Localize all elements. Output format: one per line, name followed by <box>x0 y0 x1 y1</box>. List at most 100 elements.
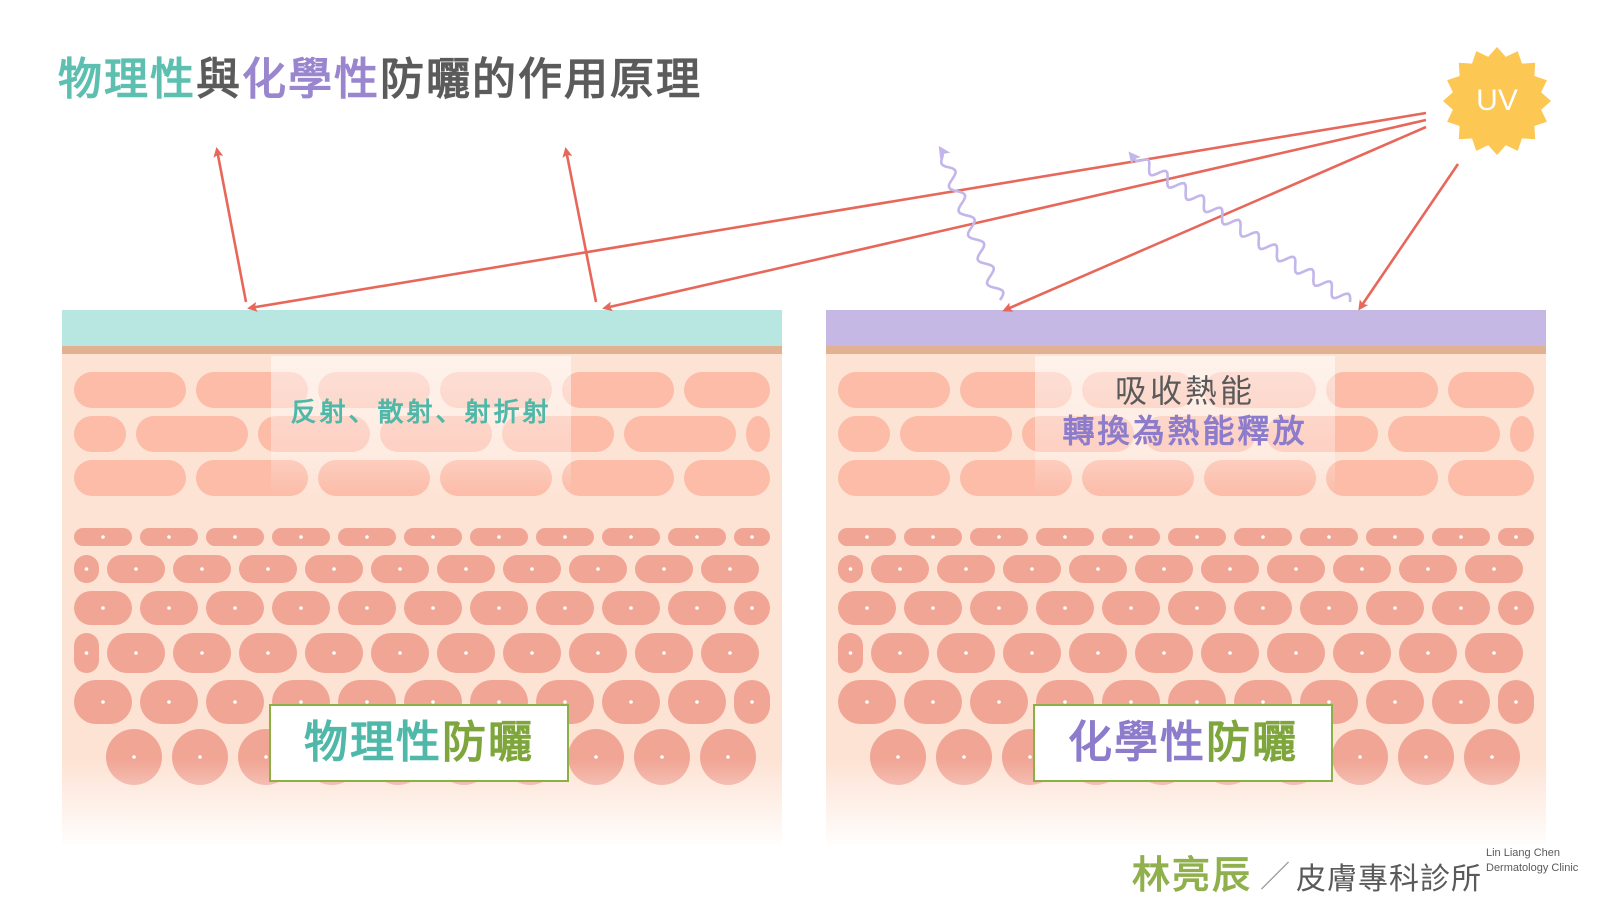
cell-nucleus <box>849 651 853 655</box>
skin-cell <box>684 460 770 496</box>
cell-nucleus <box>1129 606 1133 610</box>
cell-nucleus <box>1360 651 1364 655</box>
cell-nucleus <box>167 535 171 539</box>
title-chemical: 化學性 <box>242 54 380 105</box>
cell-nucleus <box>431 535 435 539</box>
skin-cell <box>900 416 1012 452</box>
page-title: 物理性與化學性防曬的作用原理 <box>58 52 702 108</box>
skin-cell <box>1510 416 1534 452</box>
cell-nucleus <box>332 567 336 571</box>
cell-nucleus <box>596 567 600 571</box>
skin-cell <box>1326 372 1438 408</box>
label-sunscreen: 防曬 <box>442 717 534 768</box>
cell-nucleus <box>365 535 369 539</box>
cell-nucleus <box>1360 567 1364 571</box>
uv-label: UV <box>1446 50 1548 152</box>
uv-ray <box>605 120 1426 308</box>
cell-nucleus <box>1490 755 1494 759</box>
cell-nucleus <box>964 567 968 571</box>
cell-nucleus <box>264 755 268 759</box>
cell-nucleus <box>132 755 136 759</box>
physical-mechanism-text: 反射、散射、射折射 <box>271 392 571 429</box>
skin-cell <box>136 416 248 452</box>
cell-nucleus <box>728 567 732 571</box>
label-sunscreen: 防曬 <box>1206 717 1298 768</box>
cell-nucleus <box>1030 567 1034 571</box>
cell-nucleus <box>1228 651 1232 655</box>
cell-nucleus <box>1459 700 1463 704</box>
cell-nucleus <box>1327 606 1331 610</box>
cell-nucleus <box>726 755 730 759</box>
cell-nucleus <box>898 567 902 571</box>
cell-nucleus <box>233 535 237 539</box>
cell-nucleus <box>464 651 468 655</box>
cell-nucleus <box>464 567 468 571</box>
cell-nucleus <box>896 755 900 759</box>
skin-cell <box>624 416 736 452</box>
cell-nucleus <box>750 606 754 610</box>
cell-nucleus <box>1459 606 1463 610</box>
skin-cell <box>74 416 126 452</box>
cell-nucleus <box>660 755 664 759</box>
title-rest: 防曬的作用原理 <box>380 54 702 105</box>
cell-nucleus <box>997 700 1001 704</box>
cell-nucleus <box>431 606 435 610</box>
heat-wave <box>941 149 1003 300</box>
uv-ray <box>250 113 1426 308</box>
cell-nucleus <box>134 567 138 571</box>
cell-nucleus <box>497 535 501 539</box>
chemical-mechanism-line2: 轉換為熱能釋放 <box>1035 406 1335 452</box>
skin-cell <box>562 372 674 408</box>
cell-nucleus <box>134 651 138 655</box>
cell-nucleus <box>1228 567 1232 571</box>
cell-nucleus <box>497 606 501 610</box>
cell-nucleus <box>1028 755 1032 759</box>
cell-nucleus <box>1195 606 1199 610</box>
skin-cell <box>1448 460 1534 496</box>
cell-nucleus <box>931 535 935 539</box>
cell-nucleus <box>962 755 966 759</box>
cell-nucleus <box>1162 567 1166 571</box>
uv-rays <box>217 113 1458 310</box>
cell-nucleus <box>931 606 935 610</box>
physical-sunscreen-layer <box>62 310 782 346</box>
skin-cell <box>838 460 950 496</box>
cell-nucleus <box>266 651 270 655</box>
cell-nucleus <box>1426 651 1430 655</box>
cell-nucleus <box>101 606 105 610</box>
cell-nucleus <box>398 651 402 655</box>
cell-nucleus <box>1195 535 1199 539</box>
skin-cell <box>74 460 186 496</box>
cell-nucleus <box>1096 651 1100 655</box>
cell-nucleus <box>1162 651 1166 655</box>
cell-nucleus <box>365 606 369 610</box>
cell-nucleus <box>750 700 754 704</box>
cell-nucleus <box>198 755 202 759</box>
cell-nucleus <box>629 700 633 704</box>
cell-nucleus <box>167 606 171 610</box>
cell-nucleus <box>332 651 336 655</box>
physical-sunscreen-label: 物理性防曬 <box>269 704 569 782</box>
clinic-name-en: Lin Liang Chen Dermatology Clinic <box>1486 846 1578 876</box>
cell-nucleus <box>1492 567 1496 571</box>
cell-nucleus <box>85 651 89 655</box>
cell-nucleus <box>200 651 204 655</box>
cell-nucleus <box>1459 535 1463 539</box>
cell-nucleus <box>167 700 171 704</box>
cell-nucleus <box>1514 535 1518 539</box>
doctor-name: 林亮辰 <box>1132 844 1252 899</box>
footer-slash: ／ <box>1260 852 1290 896</box>
reflected-ray <box>217 150 246 302</box>
cell-nucleus <box>1294 567 1298 571</box>
skin-cell <box>1448 372 1534 408</box>
cell-nucleus <box>1261 606 1265 610</box>
cell-nucleus <box>1096 567 1100 571</box>
cell-nucleus <box>85 567 89 571</box>
cell-nucleus <box>849 567 853 571</box>
skin-cell <box>684 372 770 408</box>
skin-cell <box>1326 460 1438 496</box>
cell-nucleus <box>728 651 732 655</box>
heat-wave <box>1131 155 1350 302</box>
